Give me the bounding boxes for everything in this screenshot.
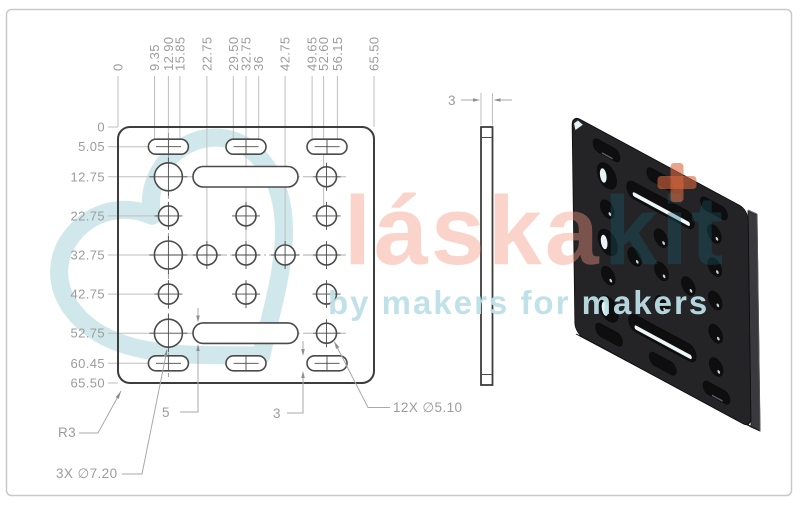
render-highlights <box>573 120 723 402</box>
thickness-dim: 3 <box>448 93 456 108</box>
dim-label: 36 <box>251 56 266 71</box>
plate-front-face <box>571 117 752 425</box>
small-holes-callout: 12X ∅5.10 <box>393 400 462 415</box>
side-view: 3 <box>448 93 512 386</box>
dim-label: 42.75 <box>278 36 293 71</box>
left-extension-lines <box>108 126 156 384</box>
logo-text-kit: kit <box>604 176 726 285</box>
plus-icon <box>657 163 697 202</box>
dim-label: 52.75 <box>70 326 105 341</box>
dim-label: 52.60 <box>316 36 331 71</box>
plate-outline <box>117 126 375 384</box>
logo-text-laska: láska <box>344 176 602 285</box>
top-extension-lines <box>117 76 375 243</box>
plate-3d-render <box>571 117 761 432</box>
corner-radius-callout: R3 <box>58 425 76 440</box>
watermark: láska kit by makers for makers <box>328 163 726 321</box>
dim-label: 32.75 <box>70 248 105 263</box>
dim-label: 0 <box>97 120 105 135</box>
dim-label: 42.75 <box>70 287 105 302</box>
dim-label: 22.75 <box>199 36 214 71</box>
dim-label: 0 <box>111 63 126 71</box>
dim-label: 56.15 <box>330 36 345 71</box>
callout-leaders <box>79 308 390 475</box>
dim-label: 12.75 <box>70 169 105 184</box>
dim-label: 60.45 <box>70 356 105 371</box>
dim-label: 5.05 <box>78 139 105 154</box>
dim-label: 65.50 <box>70 376 105 391</box>
dim-label: 29.50 <box>226 36 241 71</box>
side-profile <box>480 126 494 386</box>
dim-label: 9.35 <box>147 44 162 71</box>
dim-label: 32.75 <box>239 36 254 71</box>
top-dim-labels: 0 9.35 12.90 15.85 22.75 29.50 32.75 36 … <box>111 36 382 71</box>
dim-label: 15.85 <box>172 36 187 71</box>
slot-offset-dim: 3 <box>273 406 281 421</box>
dim-label: 65.50 <box>367 36 382 71</box>
tagline-text: by makers for makers <box>328 284 709 321</box>
dim-label: 22.75 <box>70 208 105 223</box>
slot-width-dim: 5 <box>162 405 170 420</box>
left-dim-labels: 0 5.05 12.75 22.75 32.75 42.75 52.75 60.… <box>70 120 105 391</box>
big-holes-callout: 3X ∅7.20 <box>56 466 118 481</box>
dim-label: 49.65 <box>305 36 320 71</box>
dim-label: 12.90 <box>161 36 176 71</box>
hole-crosshairs <box>149 139 341 371</box>
front-view: 0 9.35 12.90 15.85 22.75 29.50 32.75 36 … <box>56 36 462 481</box>
